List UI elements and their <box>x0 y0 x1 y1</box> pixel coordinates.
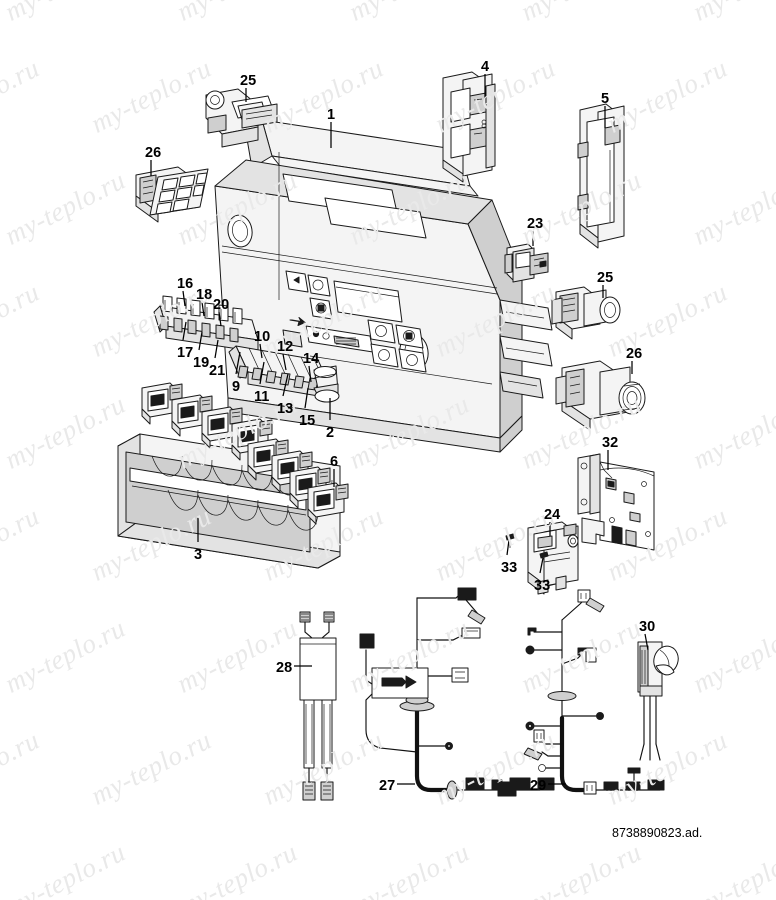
leader-line-10 <box>259 343 263 359</box>
part-connector-plugs <box>141 382 349 525</box>
callout-keypad-module-26: 26 <box>145 145 162 161</box>
leader-line-33 <box>506 539 510 556</box>
callout-cable-trough-rail-3: 3 <box>194 547 203 563</box>
callout-terminal-strip-segment-9: 9 <box>232 379 241 395</box>
callout-knob-shaft-assembly-25: 25 <box>597 270 614 286</box>
callout-connector-plug-6: 6 <box>330 454 339 470</box>
callout-keypad-module-26: 26 <box>626 346 643 362</box>
callout-screw-33: 33 <box>501 560 518 576</box>
part-terminal-strip <box>228 345 331 399</box>
callout-main-wiring-harness-27: 27 <box>379 778 396 794</box>
part-keypad-right <box>555 360 646 431</box>
part-mains-plug <box>637 641 679 761</box>
part-left-bracket <box>442 71 496 183</box>
leader-line-9 <box>235 351 241 375</box>
callout-terminal-block-contact-21: 21 <box>209 363 226 379</box>
callout-terminal-strip-segment-14: 14 <box>303 351 320 367</box>
part-terminal-block <box>153 295 259 353</box>
part-pcb-bracket <box>577 453 655 551</box>
callout-terminal-strip-segment-11: 11 <box>254 389 270 405</box>
callout-screw-33: 33 <box>534 578 551 594</box>
callout-knob-shaft-assembly-25: 25 <box>240 73 257 89</box>
callout-left-side-bracket-4: 4 <box>481 59 490 75</box>
callout-terminal-block-contact-18: 18 <box>196 287 213 303</box>
callout-terminal-strip-segment-12: 12 <box>277 339 294 355</box>
callout-terminal-block-contact-19: 19 <box>193 355 210 371</box>
part-main-harness <box>359 587 555 800</box>
drawing-number: 8738890823.ad. <box>612 826 703 840</box>
part-right-frame <box>577 103 625 249</box>
leader-line-16 <box>182 290 186 307</box>
callout-terminal-block-contact-16: 16 <box>177 276 194 292</box>
leader-line-33 <box>539 557 544 574</box>
callout-electrode-cable-pair-28: 28 <box>276 660 293 676</box>
part-knob-shaft-right <box>551 286 621 340</box>
leader-line-20 <box>218 311 222 327</box>
leader-line-13 <box>282 373 289 397</box>
leader-line-21 <box>214 339 219 359</box>
leader-line-15 <box>304 387 309 409</box>
part-retaining-clip <box>504 243 549 283</box>
leader-line-19 <box>198 331 203 351</box>
part-keypad-left <box>135 166 209 223</box>
callout-control-panel-housing-1: 1 <box>327 107 336 123</box>
callout-terminal-block-contact-20: 20 <box>213 297 230 313</box>
callout-secondary-harness-29: 29 <box>530 778 547 794</box>
callout-terminal-strip-segment-15: 15 <box>299 413 316 429</box>
callout-right-side-frame-5: 5 <box>601 91 610 107</box>
callout-leader-lines <box>150 74 649 785</box>
callout-retaining-clip-23: 23 <box>527 216 544 232</box>
callout-ignition-transformer-24: 24 <box>544 507 561 523</box>
part-knob-shaft-top <box>205 88 278 148</box>
callout-terminal-strip-segment-10: 10 <box>254 329 271 345</box>
callout-pcb-bracket-assembly-32: 32 <box>602 435 619 451</box>
part-secondary-harness <box>497 589 665 797</box>
leader-line-11 <box>259 361 265 385</box>
part-end-cap-plug <box>313 365 340 403</box>
leader-line-18 <box>201 301 205 317</box>
leader-line-30 <box>644 633 649 651</box>
callout-mains-plug-lead-30: 30 <box>639 619 656 635</box>
leader-line-14 <box>308 365 312 383</box>
leader-line-12 <box>282 353 287 371</box>
part-ignition-transformer <box>527 521 579 595</box>
callout-terminal-strip-segment-13: 13 <box>277 401 294 417</box>
part-electrode-cable-pair <box>299 611 337 801</box>
leader-line-17 <box>182 321 187 341</box>
callout-end-cap-plug-2: 2 <box>326 425 335 441</box>
part-screws <box>505 533 549 566</box>
callout-terminal-block-contact-17: 17 <box>177 345 194 361</box>
